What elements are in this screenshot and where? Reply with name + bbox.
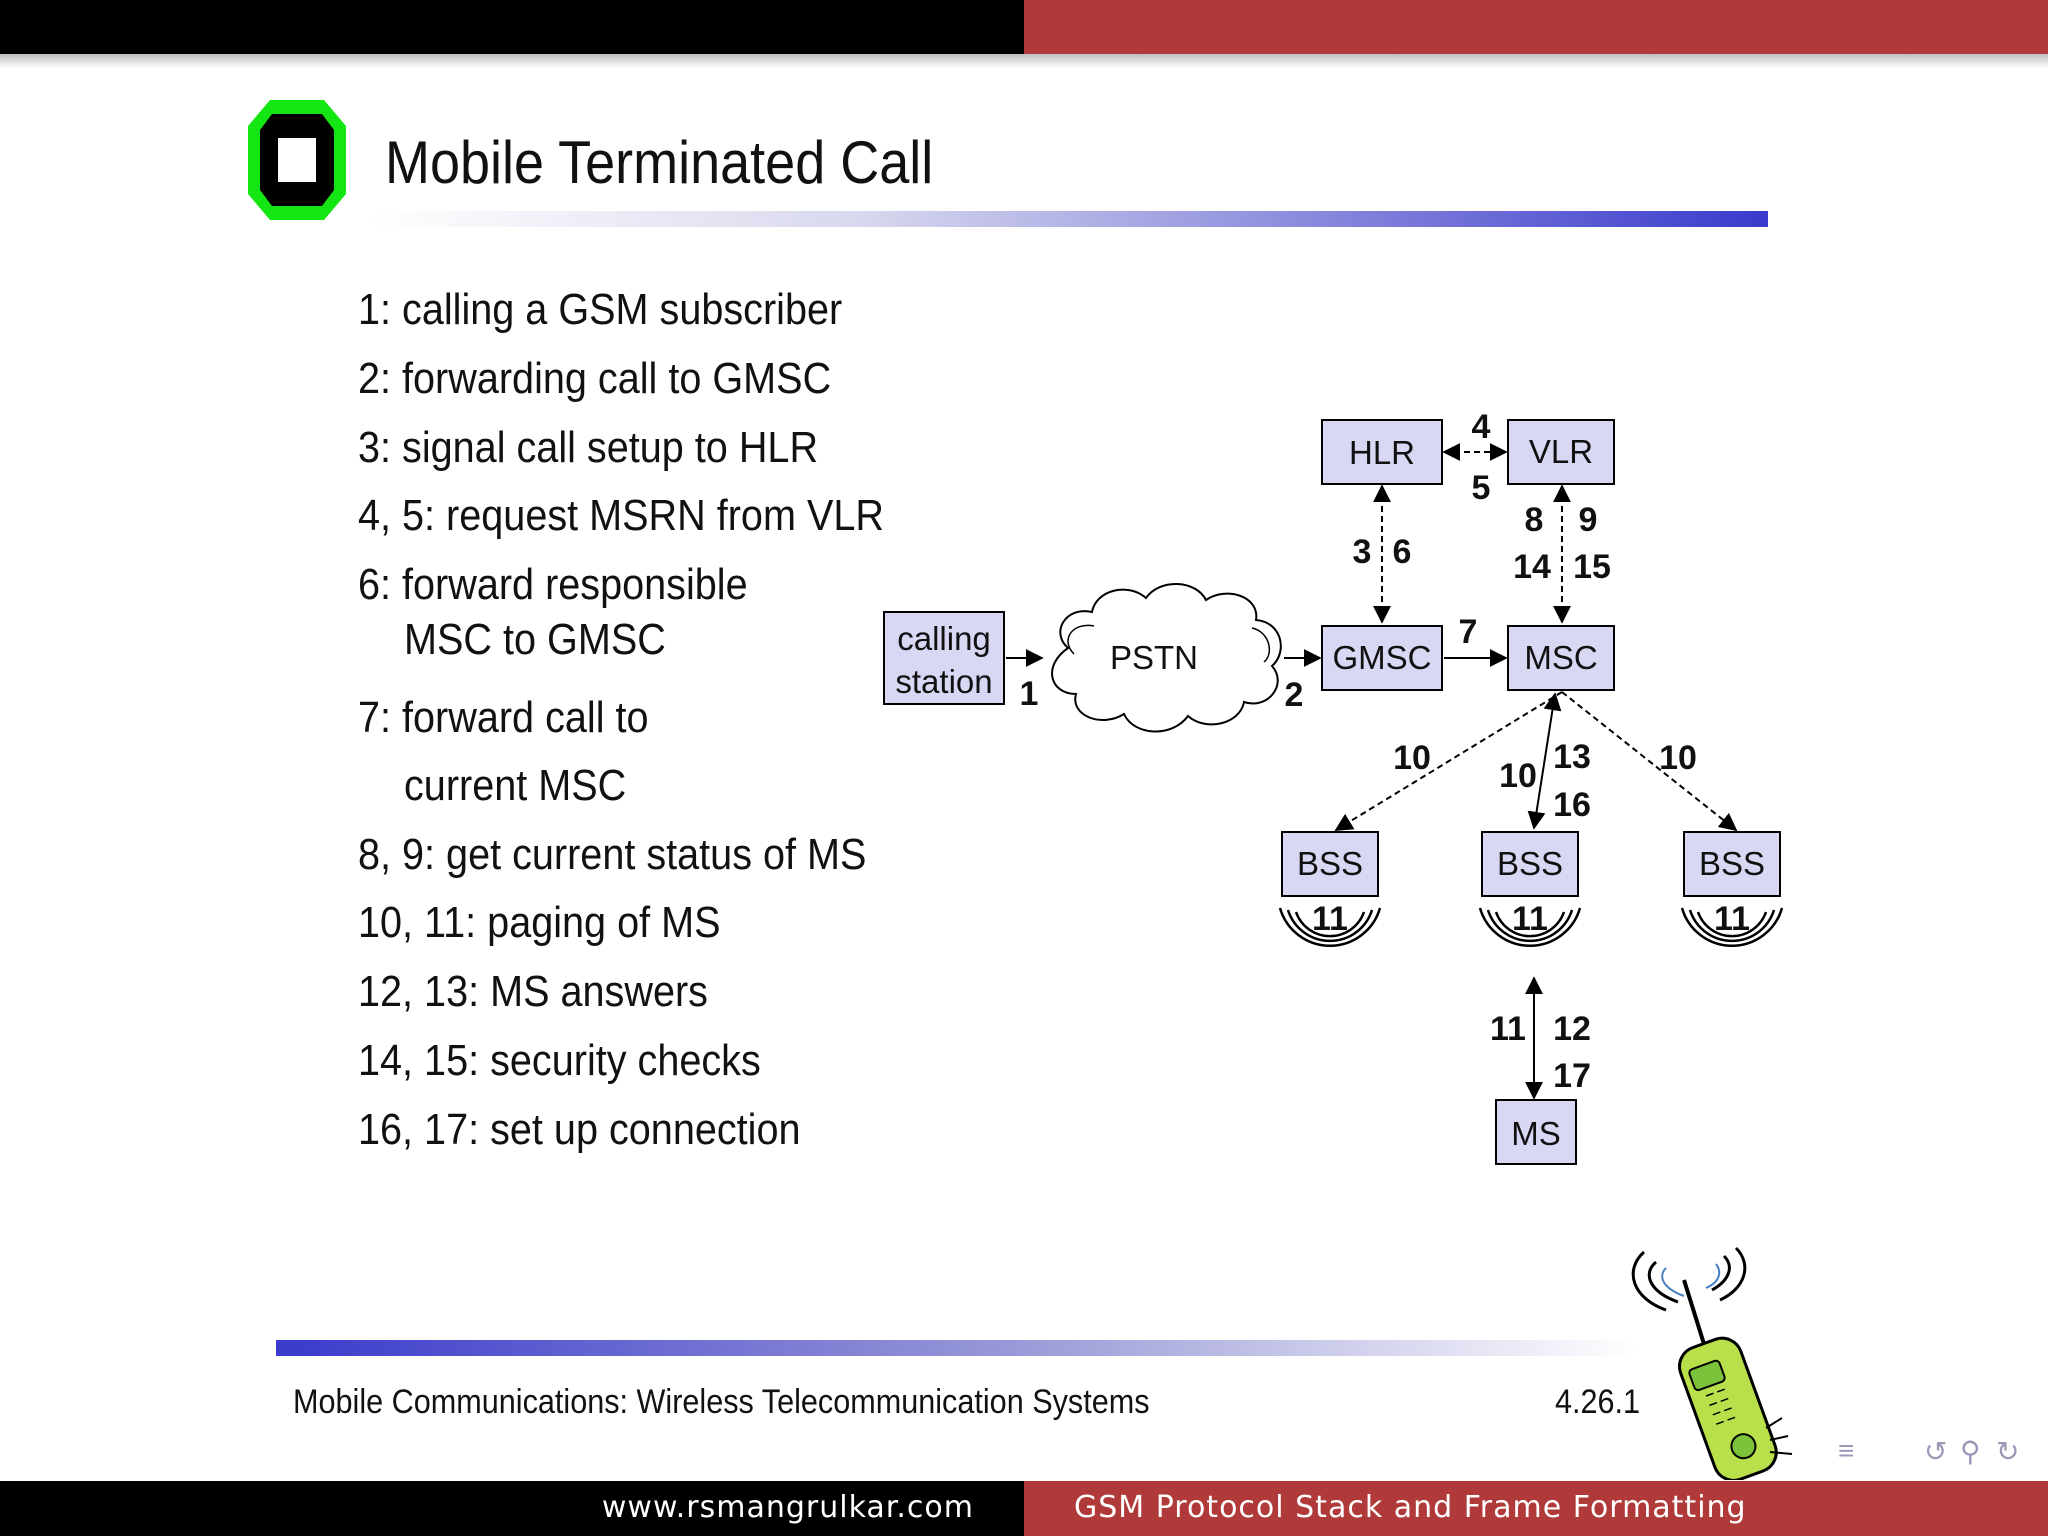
edge-label: 4 xyxy=(1472,408,1491,446)
list-item: 7: forward call to xyxy=(358,693,649,742)
bss-left-node xyxy=(1281,831,1379,897)
bss-right-node xyxy=(1683,831,1781,897)
edge-label: 2 xyxy=(1285,676,1304,714)
edge-label: 10 xyxy=(1659,739,1697,777)
header-bar-right xyxy=(1024,0,2048,54)
edge-msc-bss-left xyxy=(1334,691,1563,831)
calling-station-label-2: station xyxy=(895,663,992,700)
hlr-node xyxy=(1321,419,1443,485)
edge-label: 11 xyxy=(1490,1010,1526,1048)
list-item: 16, 17: set up connection xyxy=(358,1105,801,1154)
university-logo xyxy=(248,100,346,220)
radio-waves-left-icon xyxy=(1278,907,1382,947)
edge-label: 1 xyxy=(1020,675,1039,713)
edge-msc-bss-mid xyxy=(1527,692,1562,830)
footer-rule xyxy=(276,1340,1636,1356)
edge-label: 12 xyxy=(1553,1010,1591,1048)
vlr-node xyxy=(1507,419,1615,485)
vlr-label: VLR xyxy=(1529,433,1593,470)
gmsc-node xyxy=(1321,625,1443,691)
msc-node xyxy=(1507,625,1615,691)
msc-label: MSC xyxy=(1524,639,1597,676)
pstn-label: PSTN xyxy=(1110,639,1198,676)
list-item: MSC to GMSC xyxy=(404,615,666,664)
edge-msc-bss-right xyxy=(1561,691,1738,832)
footer-number: 4.26.1 xyxy=(1555,1383,1641,1421)
title-rule xyxy=(370,211,1768,227)
list-item: 10, 11: paging of MS xyxy=(358,898,721,947)
edge-label: 14 xyxy=(1513,548,1551,586)
hlr-label: HLR xyxy=(1349,434,1415,471)
header-bar xyxy=(0,0,2048,54)
edge-label: 11 xyxy=(1512,900,1548,938)
ms-label: MS xyxy=(1511,1115,1561,1152)
bottom-bar-right: GSM Protocol Stack and Frame Formatting xyxy=(1024,1481,2048,1536)
list-item: 14, 15: security checks xyxy=(358,1036,761,1085)
bss-mid-node xyxy=(1481,831,1579,897)
list-item: 6: forward responsible xyxy=(358,560,748,609)
edge-label: 10 xyxy=(1499,757,1537,795)
edge-label: 11 xyxy=(1714,900,1750,938)
edge-label: 13 xyxy=(1553,738,1591,776)
calling-station-label-1: calling xyxy=(897,620,991,657)
edge-label: 9 xyxy=(1579,501,1598,539)
mobile-phone-clipart-icon xyxy=(1631,1246,1793,1480)
edge-label: 15 xyxy=(1573,548,1611,586)
header-shadow xyxy=(0,54,2048,68)
gmsc-label: GMSC xyxy=(1333,639,1432,676)
edge-label: 8 xyxy=(1525,501,1544,539)
outline-icon[interactable]: ≡ xyxy=(1838,1435,1855,1466)
list-item: 12, 13: MS answers xyxy=(358,967,708,1016)
list-item: 8, 9: get current status of MS xyxy=(358,830,867,879)
edge-label: 3 xyxy=(1353,533,1372,571)
bottom-bar-left: www.rsmangrulkar.com xyxy=(0,1481,1024,1536)
bss-right-label: BSS xyxy=(1699,845,1765,882)
slide-title: Mobile Terminated Call xyxy=(385,129,934,196)
call-flow-diagram: HLR VLR calling station PSTN GMSC MSC BS… xyxy=(883,408,1784,1165)
footer-text: Mobile Communications: Wireless Telecomm… xyxy=(293,1383,1150,1421)
list-item: current MSC xyxy=(404,761,627,810)
forward-icon[interactable]: ↻ xyxy=(1996,1436,2020,1467)
presentation-title: GSM Protocol Stack and Frame Formatting xyxy=(1074,1490,1747,1525)
pstn-cloud xyxy=(1051,583,1282,733)
list-item: 1: calling a GSM subscriber xyxy=(358,285,843,334)
search-icon[interactable]: ⚲ xyxy=(1960,1436,1981,1467)
edge-label: 6 xyxy=(1393,533,1412,571)
ms-node xyxy=(1495,1099,1577,1165)
edge-label: 5 xyxy=(1472,469,1491,507)
radio-waves-right-icon xyxy=(1680,907,1784,947)
bss-left-label: BSS xyxy=(1297,845,1363,882)
radio-waves-mid-icon xyxy=(1478,907,1582,947)
edge-label: 16 xyxy=(1553,786,1591,824)
back-icon[interactable]: ↺ xyxy=(1924,1436,1948,1467)
bss-mid-label: BSS xyxy=(1497,845,1563,882)
header-bar-left xyxy=(0,0,1024,54)
edge-label: 17 xyxy=(1553,1057,1591,1095)
list-item: 4, 5: request MSRN from VLR xyxy=(358,491,884,540)
list-item: 2: forwarding call to GMSC xyxy=(358,354,832,403)
edge-label: 7 xyxy=(1459,613,1478,651)
edge-label: 11 xyxy=(1312,900,1348,938)
calling-station-node xyxy=(883,611,1005,705)
bottom-bar: www.rsmangrulkar.com GSM Protocol Stack … xyxy=(0,1481,2048,1536)
edge-label: 10 xyxy=(1393,739,1431,777)
list-item: 3: signal call setup to HLR xyxy=(358,423,819,472)
author-url: www.rsmangrulkar.com xyxy=(601,1490,974,1525)
